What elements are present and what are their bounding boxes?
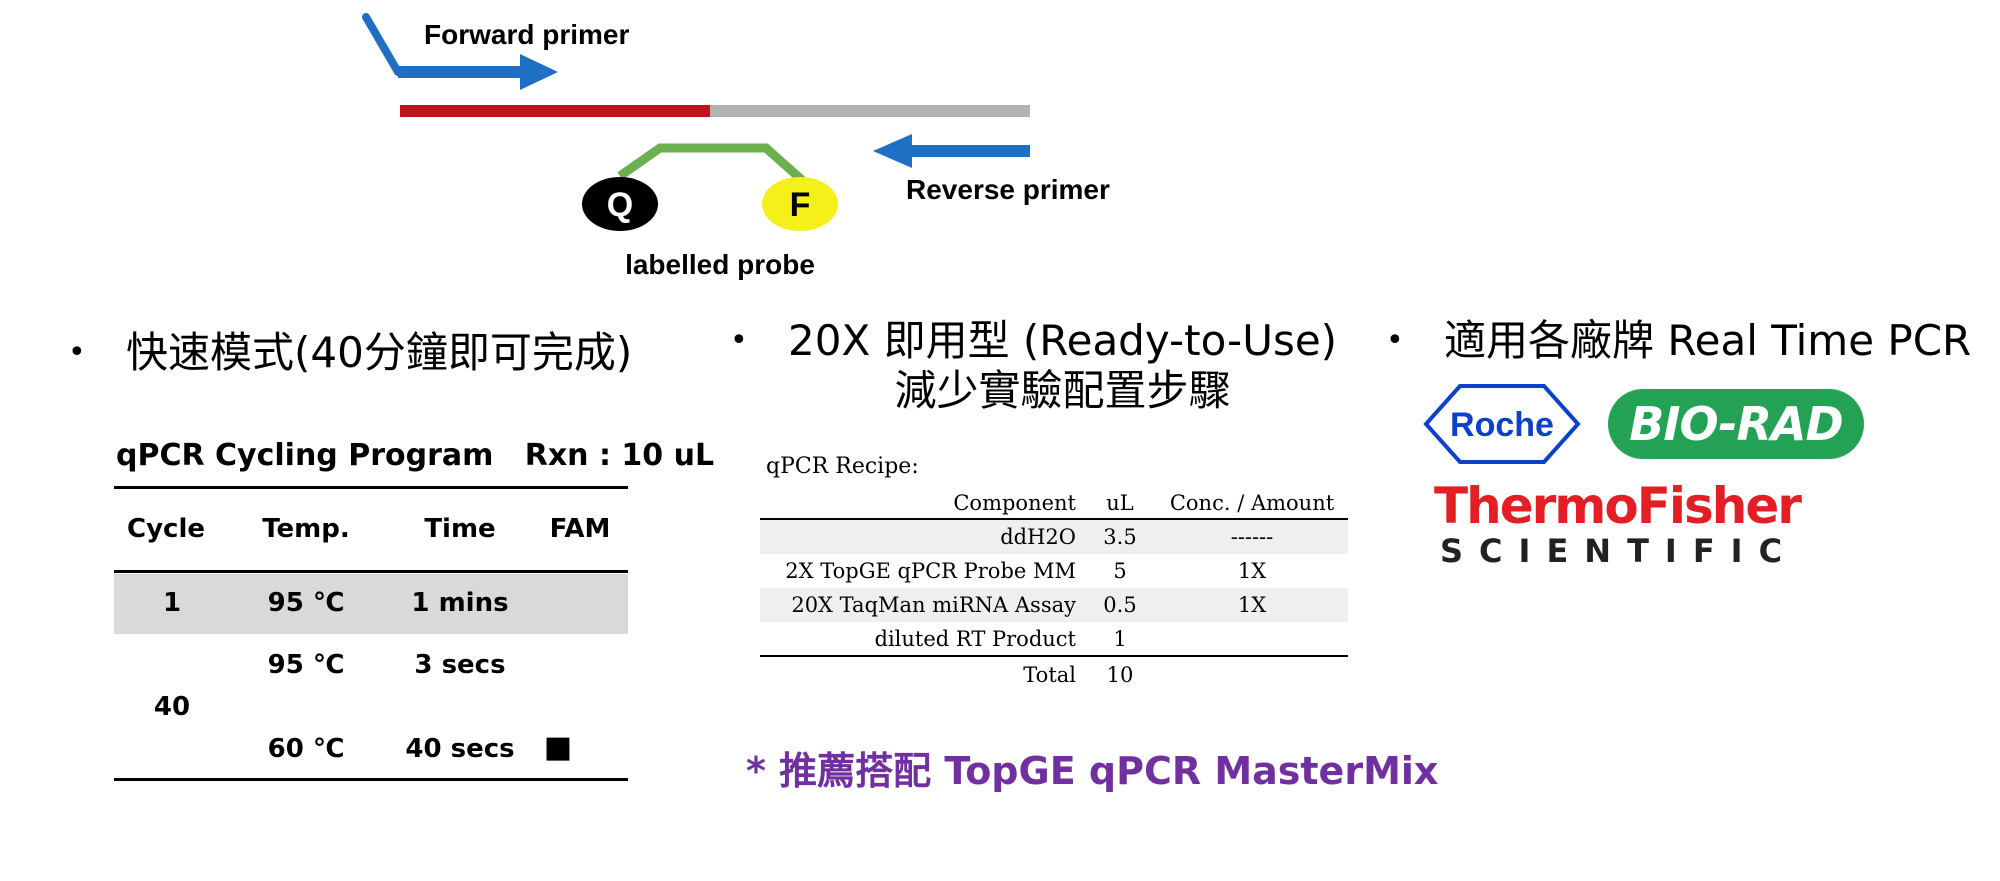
reverse-primer-label: Reverse primer [906,174,1110,205]
recipe-header-conc: Conc. / Amount [1169,491,1335,515]
recipe-row: ddH2O 3.5 ------ [760,520,1348,554]
recipe-ul: 0.5 [1103,593,1137,617]
fluorophore-label: F [790,186,811,224]
recipe-component: 20X TaqMan miRNA Assay [791,593,1076,617]
row1-temp: 95 ℃ [267,588,345,618]
bullet-dot: • [730,323,748,358]
roche-wordmark: Roche [1450,406,1554,444]
row1-time: 1 mins [411,588,509,618]
recipe-ul: 5 [1113,559,1127,583]
template-strand-grey [710,105,1030,117]
recipe-component: 2X TopGE qPCR Probe MM [785,559,1076,583]
cycling-program-title: qPCR Cycling Program Rxn : 10 uL [116,438,715,473]
roche-hexagon [1423,384,1581,464]
feature-ready-line2: 減少實驗配置步驟 [894,366,1231,415]
feature-ready-to-use-text: 20X 即用型 (Ready-to-Use) 減少實驗配置步驟 [788,316,1337,416]
row3-time: 40 secs [405,734,515,764]
table-bottom-rule [114,778,628,781]
fam-detect-marker: ■ [543,730,573,765]
recipe-conc: 1X [1237,593,1267,617]
probe-label: labelled probe [625,249,815,280]
feature-compatible: • 適用各廠牌 Real Time PCR [1386,316,1971,366]
reverse-primer-shaft [910,145,1030,157]
bullet-dot: • [1386,323,1404,358]
header-temp: Temp. [262,514,350,544]
forward-primer-label: Forward primer [424,19,629,50]
recipe-total-rule [760,655,1348,657]
recipe-title: qPCR Recipe: [766,454,919,479]
row2-time: 3 secs [414,650,506,680]
recipe-conc [1158,622,1346,656]
forward-primer-tail [362,13,402,76]
recommendation-text: * 推薦搭配 TopGE qPCR MasterMix [746,749,1439,793]
header-time: Time [424,514,496,544]
recipe-conc: ------ [1230,525,1274,549]
table-header-rule [114,570,628,573]
reverse-primer-arrowhead [873,134,912,168]
quencher-label: Q [607,186,633,224]
recipe-row: 2X TopGE qPCR Probe MM 5 1X [760,554,1348,588]
table-top-rule [114,486,628,489]
row3-temp: 60 ℃ [267,734,345,764]
feature-compatible-text: 適用各廠牌 Real Time PCR [1444,316,1972,365]
forward-primer-arrowhead [520,54,558,90]
thermofisher-scientific-wordmark: SCIENTIFIC [1440,532,1799,570]
taqman-diagram: Q F Forward primer Reverse primer labell… [362,13,1110,280]
probe-strand [617,143,805,184]
fluorophore-circle [762,177,838,231]
recipe-component: ddH2O [1000,525,1076,549]
recipe-row: diluted RT Product 1 [760,622,1348,656]
biorad-logo: BIO-RAD [1608,389,1864,459]
thermofisher-logo: ThermoFisher [1434,477,1802,535]
recipe-header-rule [760,518,1348,520]
recipe-component: diluted RT Product [874,627,1077,651]
row1-cycle: 1 [162,588,182,618]
forward-primer-shaft [398,66,522,78]
recipe-conc: 1X [1237,559,1267,583]
roche-logo: Roche [1423,384,1581,464]
feature-fast-mode-text: 快速模式(40分鐘即可完成) [126,328,633,377]
header-cycle: Cycle [127,514,205,544]
row2-temp: 95 ℃ [267,650,345,680]
recipe-total-row: Total 10 [760,658,1348,692]
recipe-total-ul: 10 [1106,663,1134,687]
recipe-row: 20X TaqMan miRNA Assay 0.5 1X [760,588,1348,622]
bullet-dot: • [68,335,86,370]
recipe-ul: 1 [1113,627,1127,651]
template-strand-red [400,105,710,117]
recipe-header-row: Component uL Conc. / Amount [760,486,1348,520]
quencher-circle [582,177,658,231]
table-row-shade [114,574,628,634]
header-fam: FAM [549,514,611,544]
feature-fast-mode: • 快速模式(40分鐘即可完成) [68,328,632,378]
recipe-total-label: Total [1023,663,1076,687]
recipe-header-ul: uL [1106,491,1134,515]
recipe-header-component: Component [953,491,1076,515]
feature-ready-to-use: • 20X 即用型 (Ready-to-Use) 減少實驗配置步驟 [730,316,1337,416]
feature-ready-line1: 20X 即用型 (Ready-to-Use) [788,316,1338,365]
row-cycle-40: 40 [153,692,191,722]
recipe-ul: 3.5 [1103,525,1137,549]
